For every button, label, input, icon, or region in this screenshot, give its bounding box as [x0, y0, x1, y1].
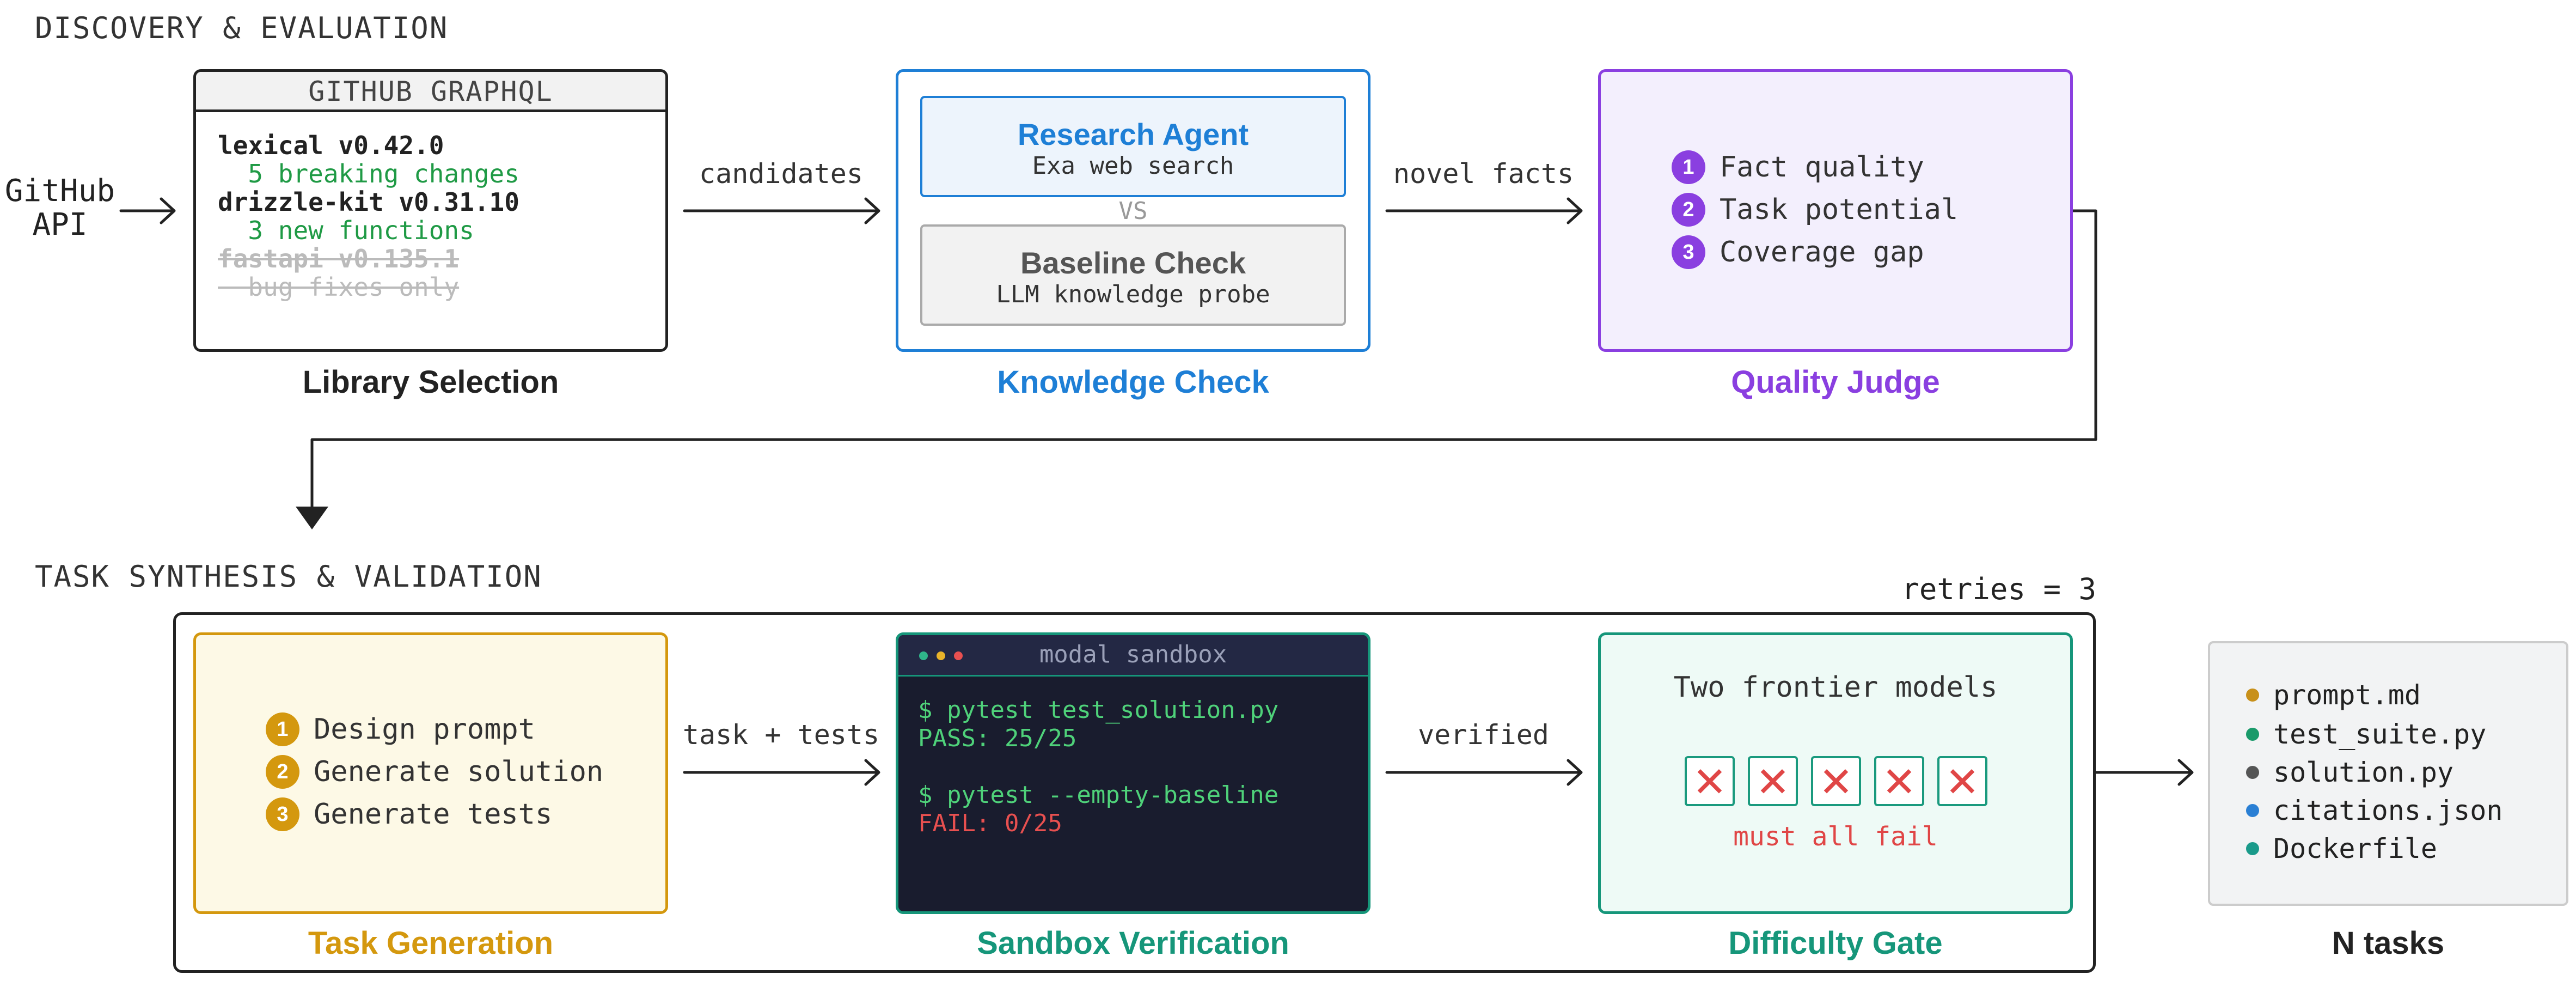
taskgen-item: 1 Design prompt [266, 712, 535, 746]
file-dot-icon [2246, 842, 2259, 855]
number-badge: 1 [1672, 150, 1705, 184]
quality-judge-box: 1 Fact quality 2 Task potential 3 Covera… [1598, 69, 2073, 352]
fail-mark-icon: ✕ [1937, 756, 1987, 806]
library-line: drizzle-kit v0.31.10 [218, 187, 519, 217]
number-badge: 3 [266, 797, 299, 831]
quality-item-label: Fact quality [1720, 151, 1924, 184]
taskgen-item-label: Generate tests [314, 798, 553, 831]
library-selection-caption: Library Selection [302, 364, 559, 400]
output-caption: N tasks [2332, 925, 2445, 961]
knowledge-check-caption: Knowledge Check [997, 364, 1269, 400]
terminal-command: $ pytest --empty-baseline [918, 781, 1279, 809]
terminal-dot-yellow [937, 651, 945, 660]
github-api-line2: API [32, 207, 88, 242]
file-item: solution.py [2246, 757, 2453, 788]
quality-item: 3 Coverage gap [1672, 235, 1924, 269]
taskgen-item-label: Design prompt [314, 713, 535, 746]
library-line: 3 new functions [218, 216, 474, 245]
terminal-command: $ pytest test_solution.py [918, 696, 1279, 724]
fail-mark-icon: ✕ [1811, 756, 1861, 806]
library-line: lexical v0.42.0 [218, 131, 444, 160]
file-dot-icon [2246, 804, 2259, 817]
quality-judge-caption: Quality Judge [1731, 364, 1940, 400]
difficulty-gate-caption: Difficulty Gate [1728, 925, 1943, 961]
baseline-check-title: Baseline Check [1020, 246, 1246, 280]
task-generation-box: 1 Design prompt 2 Generate solution 3 Ge… [193, 632, 668, 914]
research-agent-card: Research Agent Exa web search [920, 96, 1346, 197]
retries-label: retries = 3 [1901, 572, 2096, 606]
synthesis-outer-box [173, 612, 2096, 973]
file-dot-icon [2246, 728, 2259, 741]
file-name: prompt.md [2273, 679, 2421, 711]
quality-item-label: Task potential [1720, 193, 1959, 226]
quality-item: 1 Fact quality [1672, 150, 1924, 184]
terminal-dot-red [954, 651, 963, 660]
github-api-label: GitHub API [0, 174, 120, 242]
taskgen-item: 3 Generate tests [266, 797, 552, 831]
library-selection-box: GITHUB GRAPHQL lexical v0.42.0 5 breakin… [193, 69, 668, 352]
fail-mark-icon: ✕ [1748, 756, 1798, 806]
output-files-box: prompt.md test_suite.py solution.py cita… [2208, 641, 2568, 906]
file-name: test_suite.py [2273, 718, 2487, 750]
library-line: bug fixes only [218, 272, 460, 302]
terminal-output-pass: PASS: 25/25 [918, 724, 1077, 752]
edge-label-candidates: candidates [699, 158, 864, 190]
gate-title: Two frontier models [1673, 671, 1998, 704]
github-api-line1: GitHub [4, 173, 115, 209]
file-item: citations.json [2246, 795, 2502, 826]
file-name: Dockerfile [2273, 833, 2438, 864]
gate-note: must all fail [1733, 821, 1938, 852]
file-item: prompt.md [2246, 679, 2421, 711]
file-dot-icon [2246, 766, 2259, 779]
fail-mark-icon: ✕ [1874, 756, 1924, 806]
edge-label-verified: verified [1418, 719, 1549, 751]
terminal-output-fail: FAIL: 0/25 [918, 809, 1062, 837]
file-item: Dockerfile [2246, 833, 2437, 864]
sandbox-terminal: modal sandbox $ pytest test_solution.py … [896, 632, 1370, 914]
taskgen-item: 2 Generate solution [266, 755, 603, 789]
difficulty-gate-box: Two frontier models ✕ ✕ ✕ ✕ ✕ must all f… [1598, 632, 2073, 914]
arrow-down-head [296, 507, 328, 529]
connector-quality-synthesis [310, 209, 2097, 514]
file-name: solution.py [2273, 757, 2454, 788]
file-item: test_suite.py [2246, 718, 2486, 750]
terminal-titlebar: modal sandbox [898, 635, 1368, 677]
edge-label-task-tests: task + tests [682, 719, 880, 751]
taskgen-item-label: Generate solution [314, 756, 604, 788]
number-badge: 3 [1672, 235, 1705, 269]
fail-mark-icon: ✕ [1685, 756, 1735, 806]
number-badge: 2 [266, 755, 299, 789]
quality-item: 2 Task potential [1672, 193, 1958, 227]
number-badge: 2 [1672, 193, 1705, 227]
baseline-check-card: Baseline Check LLM knowledge probe [920, 224, 1346, 326]
terminal-dot-green [919, 651, 928, 660]
research-agent-title: Research Agent [1017, 117, 1249, 151]
baseline-check-sub: LLM knowledge probe [996, 281, 1270, 308]
library-line: 5 breaking changes [218, 159, 519, 188]
file-name: citations.json [2273, 795, 2503, 826]
research-agent-sub: Exa web search [1032, 152, 1234, 180]
github-graphql-header: GITHUB GRAPHQL [196, 72, 665, 112]
terminal-title: modal sandbox [1039, 641, 1227, 668]
section-title-discovery: DISCOVERY & EVALUATION [35, 11, 449, 45]
number-badge: 1 [266, 712, 299, 746]
sandbox-caption: Sandbox Verification [977, 925, 1289, 961]
edge-label-novel-facts: novel facts [1393, 158, 1574, 190]
library-line: fastapi v0.135.1 [218, 244, 460, 273]
quality-item-label: Coverage gap [1720, 236, 1924, 269]
task-generation-caption: Task Generation [308, 925, 554, 961]
section-title-synthesis: TASK SYNTHESIS & VALIDATION [35, 559, 542, 594]
knowledge-check-box: Research Agent Exa web search VS Baselin… [896, 69, 1370, 352]
file-dot-icon [2246, 689, 2259, 702]
vs-label: VS [1118, 197, 1148, 225]
